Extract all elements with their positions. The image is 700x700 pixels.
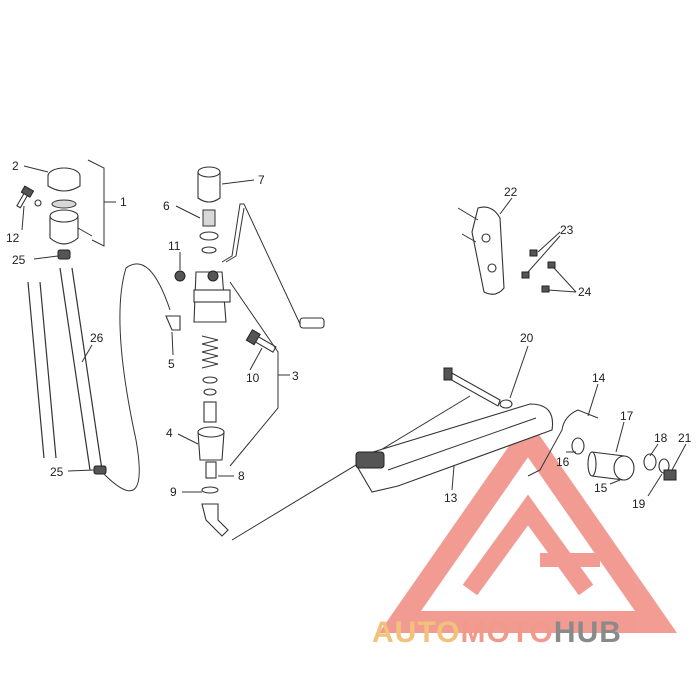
callout-6: 6 (163, 199, 170, 213)
callout-15: 15 (594, 481, 608, 495)
callout-19: 19 (632, 497, 646, 511)
watermark-brand-text: AUTOMOTOHUB (372, 616, 692, 656)
callout-1: 1 (120, 195, 127, 209)
brand-part-moto: MOTO (460, 616, 554, 649)
callout-3: 3 (292, 369, 299, 383)
callout-10: 10 (246, 371, 260, 385)
master-cylinder-assembly (165, 166, 471, 541)
callout-21: 21 (678, 431, 692, 445)
callout-4: 4 (166, 426, 173, 440)
callout-8: 8 (238, 469, 245, 483)
callout-5: 5 (168, 357, 175, 371)
callout-22: 22 (504, 185, 518, 199)
callout-17: 17 (620, 409, 634, 423)
callout-18: 18 (654, 431, 668, 445)
hoses (27, 263, 171, 492)
callout-7: 7 (258, 173, 265, 187)
brand-part-hub: HUB (553, 616, 622, 649)
leader-lines (21, 165, 687, 497)
mounting-plate (457, 206, 556, 295)
callout-labels: 1 2 3 4 5 6 7 8 9 10 11 12 13 14 15 16 1… (6, 159, 692, 511)
callout-25-top: 25 (12, 253, 26, 267)
callout-9: 9 (170, 485, 177, 499)
callout-12: 12 (6, 231, 20, 245)
callout-11: 11 (168, 239, 181, 253)
callout-26: 26 (90, 331, 104, 345)
callout-25-bottom: 25 (50, 465, 64, 479)
brand-part-auto: AUTO (372, 616, 461, 649)
callout-14: 14 (592, 371, 606, 385)
callout-13: 13 (444, 491, 458, 505)
callout-23: 23 (560, 223, 574, 237)
callout-20: 20 (520, 331, 534, 345)
reservoir-assembly (16, 159, 116, 260)
watermark-logo (378, 418, 678, 633)
callout-24: 24 (578, 285, 592, 299)
brake-pedal-assembly (355, 367, 677, 493)
callout-2: 2 (12, 159, 19, 173)
callout-16: 16 (556, 455, 570, 469)
